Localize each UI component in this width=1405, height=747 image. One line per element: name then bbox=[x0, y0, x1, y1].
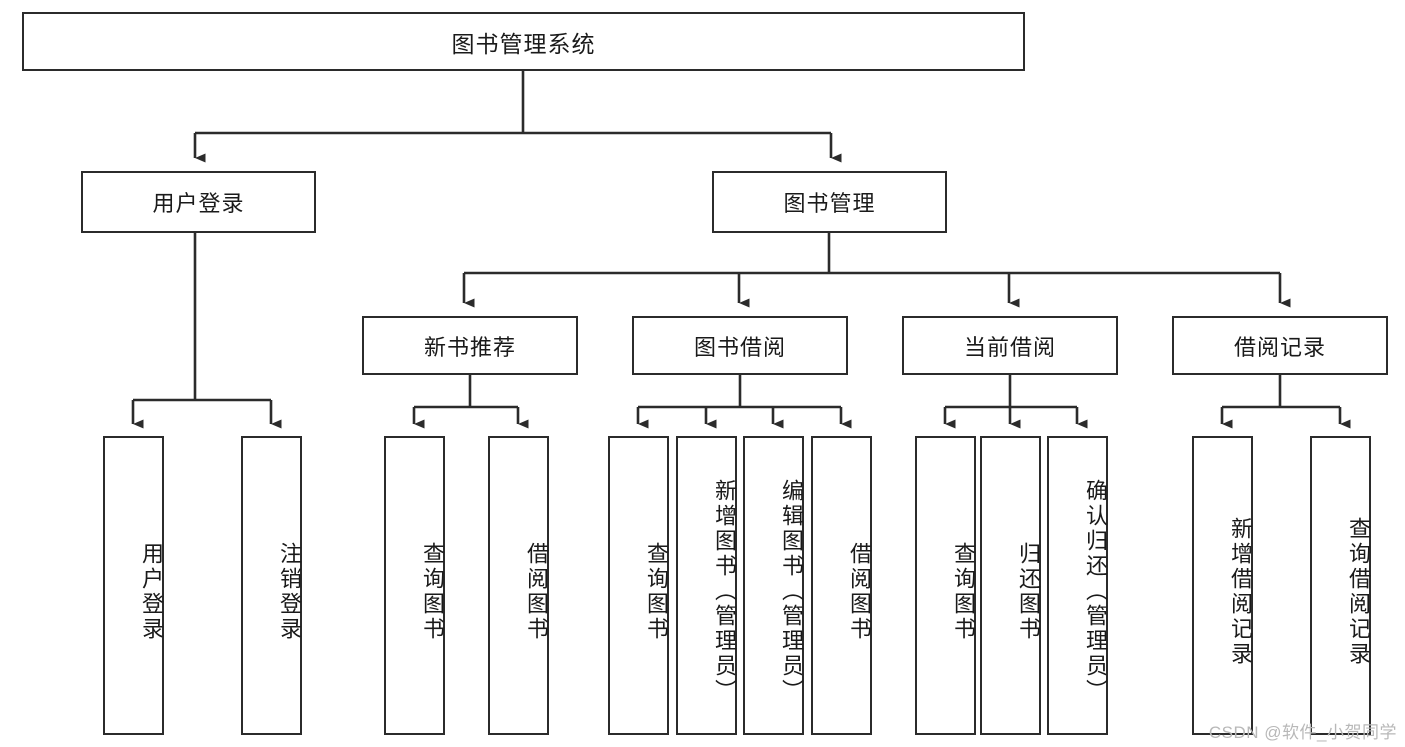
leaf-edit-book-label: 编辑图书（管理员） bbox=[779, 479, 804, 704]
leaf-confirm-return-label: 确认归还（管理员） bbox=[1083, 479, 1108, 704]
node-new-book-recommend[interactable]: 新书推荐 bbox=[362, 316, 578, 375]
leaf-user-login-label: 用户登录 bbox=[139, 541, 164, 642]
node-book-management-label: 图书管理 bbox=[783, 191, 876, 216]
leaf-add-book-label: 新增图书（管理员） bbox=[712, 479, 737, 704]
leaf-borrow-book-1-label: 借阅图书 bbox=[524, 541, 549, 642]
leaf-edit-book[interactable]: 编辑图书（管理员） bbox=[743, 436, 804, 735]
node-book-borrow-label: 图书借阅 bbox=[693, 334, 786, 360]
watermark: CSDN @软件_小贺同学 bbox=[1208, 723, 1397, 742]
node-user-login-label: 用户登录 bbox=[152, 191, 245, 216]
node-root[interactable]: 图书管理系统 bbox=[22, 12, 1025, 71]
leaf-confirm-return[interactable]: 确认归还（管理员） bbox=[1047, 436, 1108, 735]
leaf-query-book-1-label: 查询图书 bbox=[420, 541, 445, 642]
leaf-query-book-3[interactable]: 查询图书 bbox=[915, 436, 976, 735]
leaf-add-record[interactable]: 新增借阅记录 bbox=[1192, 436, 1253, 735]
leaf-return-book[interactable]: 归还图书 bbox=[980, 436, 1041, 735]
node-user-login[interactable]: 用户登录 bbox=[81, 171, 316, 233]
leaf-query-record-label: 查询借阅记录 bbox=[1346, 516, 1371, 667]
node-borrow-record[interactable]: 借阅记录 bbox=[1172, 316, 1388, 375]
leaf-borrow-book-2[interactable]: 借阅图书 bbox=[811, 436, 872, 735]
leaf-user-login[interactable]: 用户登录 bbox=[103, 436, 164, 735]
leaf-query-record[interactable]: 查询借阅记录 bbox=[1310, 436, 1371, 735]
leaf-borrow-book-1[interactable]: 借阅图书 bbox=[488, 436, 549, 735]
node-current-borrow-label: 当前借阅 bbox=[963, 334, 1056, 360]
node-new-book-recommend-label: 新书推荐 bbox=[423, 334, 516, 360]
leaf-logout-login-label: 注销登录 bbox=[277, 541, 302, 642]
node-book-borrow[interactable]: 图书借阅 bbox=[632, 316, 848, 375]
leaf-add-book[interactable]: 新增图书（管理员） bbox=[676, 436, 737, 735]
node-borrow-record-label: 借阅记录 bbox=[1233, 334, 1326, 360]
leaf-query-book-2-label: 查询图书 bbox=[644, 541, 669, 642]
node-current-borrow[interactable]: 当前借阅 bbox=[902, 316, 1118, 375]
leaf-logout-login[interactable]: 注销登录 bbox=[241, 436, 302, 735]
leaf-query-book-1[interactable]: 查询图书 bbox=[384, 436, 445, 735]
node-book-management[interactable]: 图书管理 bbox=[712, 171, 947, 233]
leaf-add-record-label: 新增借阅记录 bbox=[1228, 516, 1253, 667]
leaf-return-book-label: 归还图书 bbox=[1016, 541, 1041, 642]
leaf-query-book-3-label: 查询图书 bbox=[951, 541, 976, 642]
leaf-borrow-book-2-label: 借阅图书 bbox=[847, 541, 872, 642]
leaf-query-book-2[interactable]: 查询图书 bbox=[608, 436, 669, 735]
node-root-label: 图书管理系统 bbox=[451, 30, 596, 57]
